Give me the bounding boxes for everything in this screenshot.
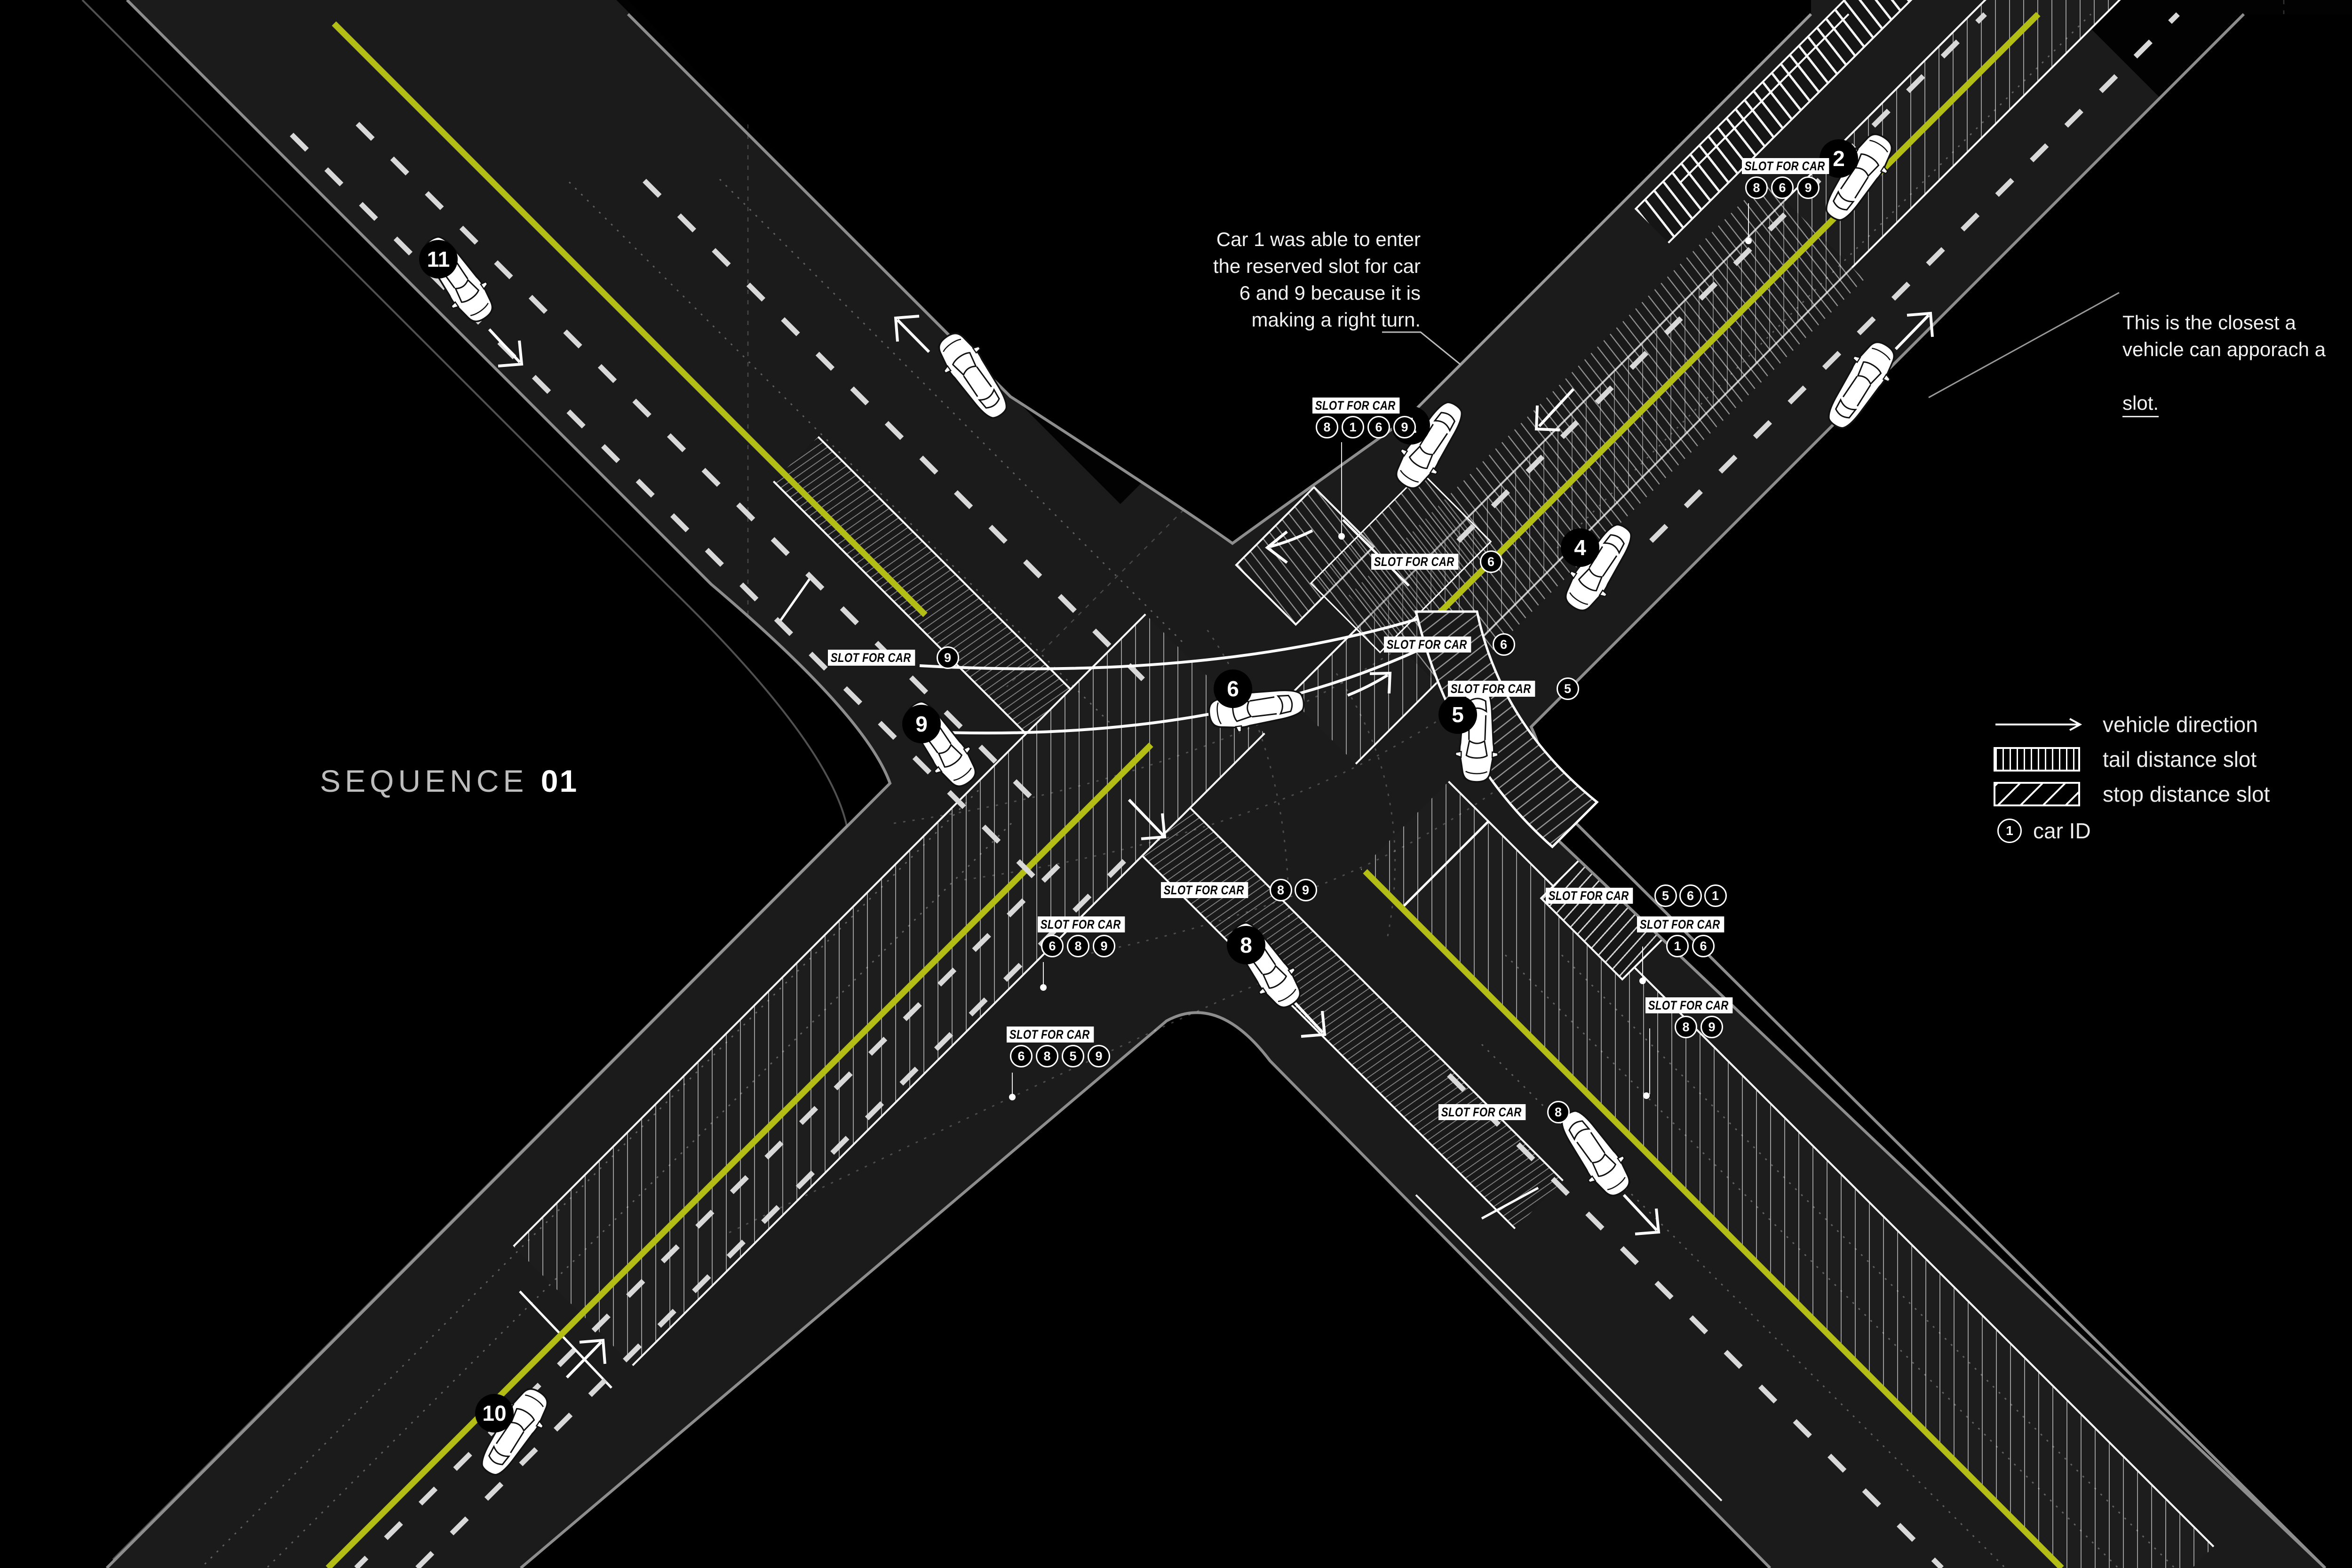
lane-dash-lines — [290, 12, 2180, 1568]
arrow-icon — [1995, 718, 2082, 731]
legend-stop-distance-slot: stop distance slot — [1994, 781, 2352, 807]
leader-dot — [1643, 1092, 1650, 1099]
turn-guide-curves — [729, 611, 1534, 1234]
sub-lane-dotted — [200, 13, 2176, 1568]
car-badge: 8 — [1227, 926, 1265, 964]
leader-line — [1748, 203, 1749, 239]
vehicle-direction-arrows — [488, 311, 1934, 1379]
yellow-median-lines — [326, 12, 2064, 1568]
leader-line — [1642, 947, 1643, 979]
leader-line — [1649, 1028, 1650, 1094]
car-badge: 5 — [1438, 695, 1477, 734]
leader-dot — [1009, 1094, 1016, 1100]
car-badge: 10 — [475, 1394, 514, 1433]
legend-tail-distance-slot: tail distance slot — [1994, 746, 2352, 772]
closest-note: This is the closest a vehicle can appora… — [2122, 282, 2352, 417]
tail-slot-swatch — [1994, 747, 2080, 772]
legend: vehicle direction tail distance slot sto… — [1994, 711, 2352, 867]
leader-dot — [1338, 533, 1345, 540]
sequence-title: SEQUENCE 01 — [320, 764, 579, 798]
legend-vehicle-direction: vehicle direction — [1994, 711, 2352, 738]
legend-car-id: 1 car ID — [1994, 818, 2352, 844]
leader-dot — [1040, 984, 1047, 991]
closest-note-underline: slot. — [2122, 392, 2159, 417]
car-badge: 11 — [419, 240, 458, 279]
car-badge: 6 — [1214, 669, 1252, 708]
car-id-icon: 1 — [1997, 819, 2022, 843]
leader-line — [1043, 962, 1044, 988]
leader-dot — [1745, 238, 1752, 244]
car-badge: 9 — [902, 705, 941, 743]
leader-line — [1012, 1073, 1013, 1096]
stop-slot-swatch — [1994, 782, 2080, 806]
turn-note: Car 1 was able to enter the reserved slo… — [1213, 228, 1421, 331]
leader-dot — [1639, 978, 1646, 984]
car-badge: 4 — [1561, 528, 1599, 567]
slot-band-borders — [519, 13, 1850, 1389]
annotation-leaders — [1382, 292, 2120, 398]
leader-line — [1341, 442, 1342, 534]
